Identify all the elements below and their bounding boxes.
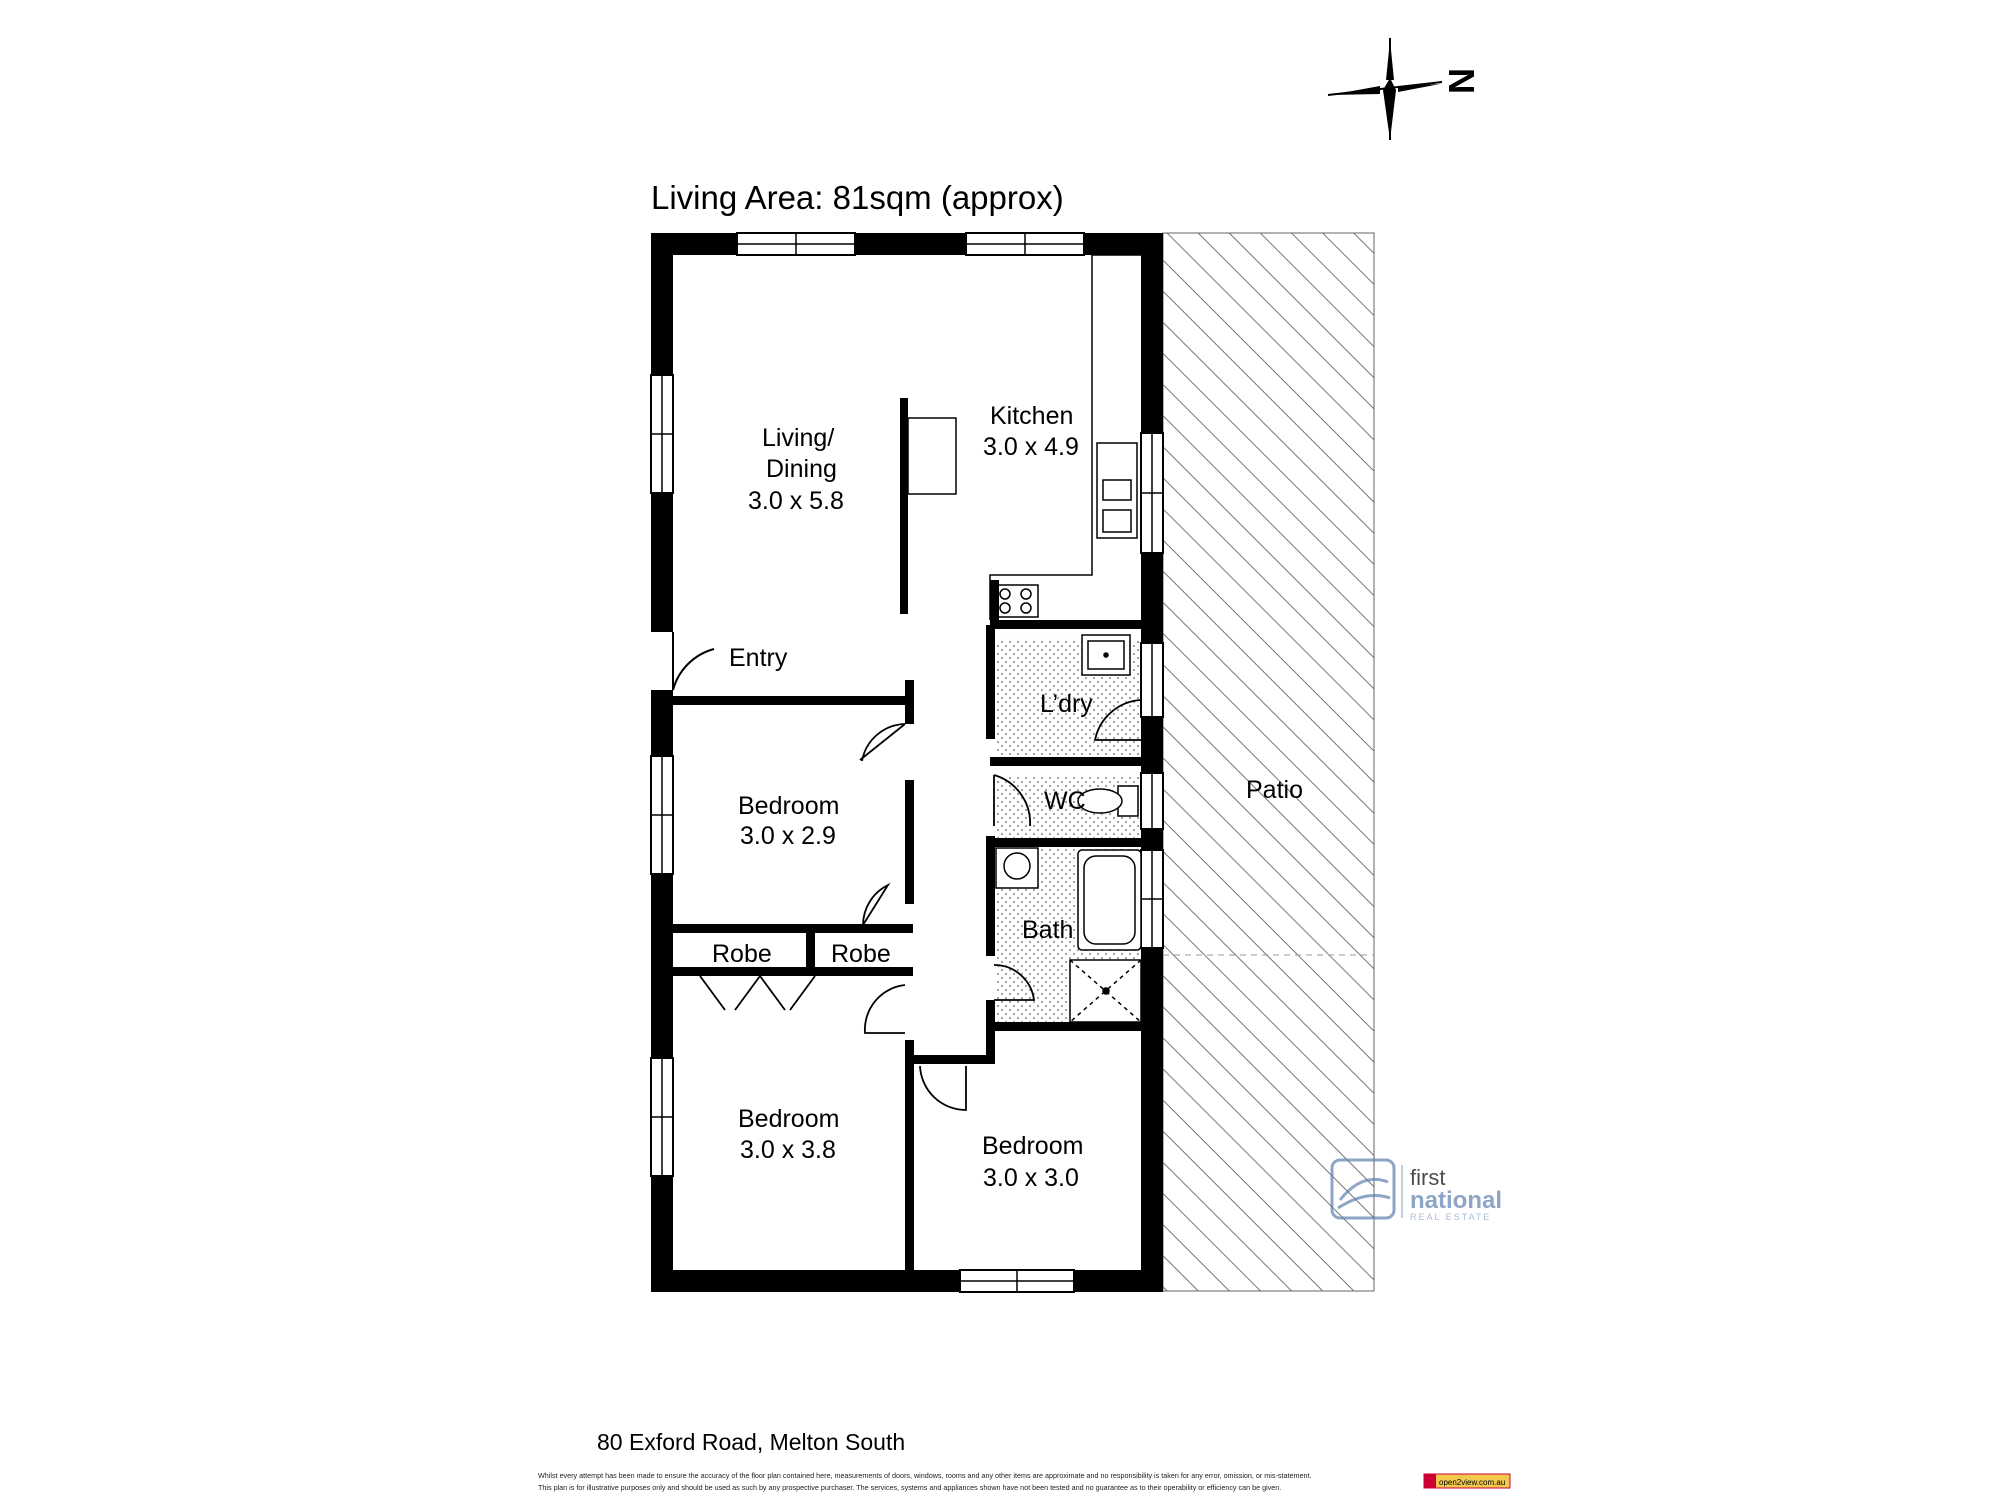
compass-north-label: N <box>1441 68 1482 94</box>
laundry-label: L’dry <box>1040 690 1093 718</box>
interior-doors <box>699 699 1142 1111</box>
compass-icon <box>1327 38 1443 140</box>
robe1-label: Robe <box>712 940 772 968</box>
entry-label: Entry <box>729 644 788 672</box>
interior-walls <box>673 398 1143 1290</box>
logo-line1: first <box>1410 1165 1445 1190</box>
robe2-label: Robe <box>831 940 891 968</box>
disclaimer-line1: Whilst every attempt has been made to en… <box>538 1471 1311 1480</box>
patio-label: Patio <box>1246 776 1303 804</box>
disclaimer-line2: This plan is for illustrative purposes o… <box>538 1483 1281 1492</box>
toilet-fixture <box>1077 785 1139 817</box>
kitchen-bench <box>989 254 1141 620</box>
logo-line3: REAL ESTATE <box>1410 1212 1491 1222</box>
open2view-badge: open2view.com.au <box>1423 1473 1511 1489</box>
bedroom1-label: Bedroom <box>738 792 839 820</box>
laundry-tub <box>1081 634 1131 676</box>
kitchen-size: 3.0 x 4.9 <box>983 433 1079 461</box>
kitchen-label: Kitchen <box>990 402 1073 430</box>
living-dining-label-2: Dining <box>766 455 837 483</box>
living-area-title: Living Area: 81sqm (approx) <box>651 179 1064 216</box>
logo-line2: national <box>1410 1187 1502 1214</box>
bedroom3-size: 3.0 x 3.0 <box>983 1164 1079 1192</box>
kitchen-island <box>907 417 957 495</box>
living-dining-size: 3.0 x 5.8 <box>748 487 844 515</box>
patio-area <box>1162 232 1375 1292</box>
entry-door <box>672 632 715 691</box>
bedroom2-label: Bedroom <box>738 1105 839 1133</box>
windows <box>650 232 1164 1293</box>
bath-label: Bath <box>1022 916 1073 944</box>
wc-label: WC <box>1044 787 1086 815</box>
bedroom2-size: 3.0 x 3.8 <box>740 1136 836 1164</box>
property-address: 80 Exford Road, Melton South <box>597 1429 905 1455</box>
living-dining-label: Living/ <box>762 424 834 452</box>
badge-text: open2view.com.au <box>1439 1478 1505 1487</box>
agency-logo: first national REAL ESTATE <box>1330 1158 1502 1222</box>
bedroom1-size: 3.0 x 2.9 <box>740 822 836 850</box>
bedroom3-label: Bedroom <box>982 1132 1083 1160</box>
bath-fixtures <box>995 847 1142 1023</box>
